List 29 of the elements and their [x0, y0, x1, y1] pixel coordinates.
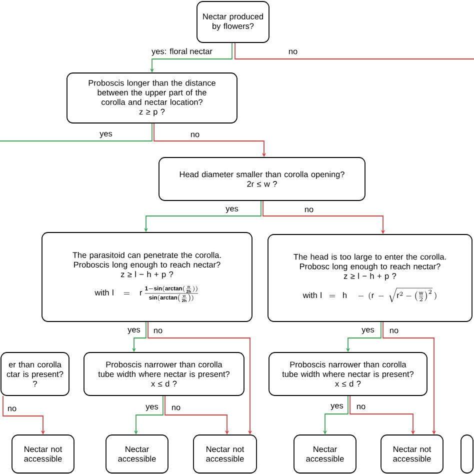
edge-label: no [190, 132, 200, 138]
result-box [460, 434, 474, 474]
question-box: Proboscis narrower than corolla tube width where nectar is present? x ≤ d ? [84, 352, 244, 396]
edge-label: no [304, 206, 314, 214]
question-box: Nectar produced by flowers? [196, 1, 270, 43]
edge-label: no [288, 48, 298, 56]
result-box: Nectar not accessible [380, 434, 444, 474]
question-box: er than corolla ctar is present? ? [0, 352, 70, 396]
edge-label: yes [98, 131, 114, 139]
result-box: Nectar not accessible [193, 434, 257, 474]
edge-label: no [6, 406, 18, 412]
edge-label: no [356, 404, 366, 410]
edge-label: no [170, 404, 182, 412]
edge-label: yes: floral nectar [150, 47, 214, 57]
edge-label: yes [126, 327, 142, 335]
result-box: Nectar accessible [106, 434, 168, 474]
result-box: Nectar accessible [294, 434, 356, 474]
edge-label: no [152, 328, 164, 334]
edge-label: yes [144, 404, 160, 412]
question-box: Proboscis longer than the distance between the upper part of the corolla and nectar location? z ≥ p ? [66, 72, 238, 124]
result-box: Nectar not accessible [12, 434, 74, 474]
edge-label: yes [360, 327, 376, 335]
question-box: The head is too large to enter the corolla. Probosc long enough to reach nectar? z ≥ l − h + p ? with $\mathrm{l} = \mathrm{h}\;-(\mathrm{r}-\sqrt{\mathrm{r}^{2}-\left(\frac{\mathrm{w}}{2}\right)^{2}}\,)$ [268, 234, 472, 322]
question-box: The parasitoid can penetrate the corolla. Proboscis long enough to reach nectar? z ≥ l − h + p ? with $\mathrm{l} = \mathrm{r}\,\frac{\mathbf{1-sin(arctan(}\frac{\mathrm{w}}{\mathbf{2h}}\mathbf{))}}{\mathbf{sin(arctan}\left(\frac{\mathrm{w}}{\mathbf{2h}}\right)\mathbf{)}}$ [42, 232, 252, 322]
edge-label: yes [224, 206, 240, 214]
question-box: Head diameter smaller than corolla opening? 2r ≤ w ? [158, 157, 366, 201]
edge-label: no [388, 328, 400, 334]
question-box: Proboscis narrower than corolla tube width where nectar is present? x ≤ d ? [268, 352, 428, 396]
edge-label: yes [330, 403, 344, 411]
